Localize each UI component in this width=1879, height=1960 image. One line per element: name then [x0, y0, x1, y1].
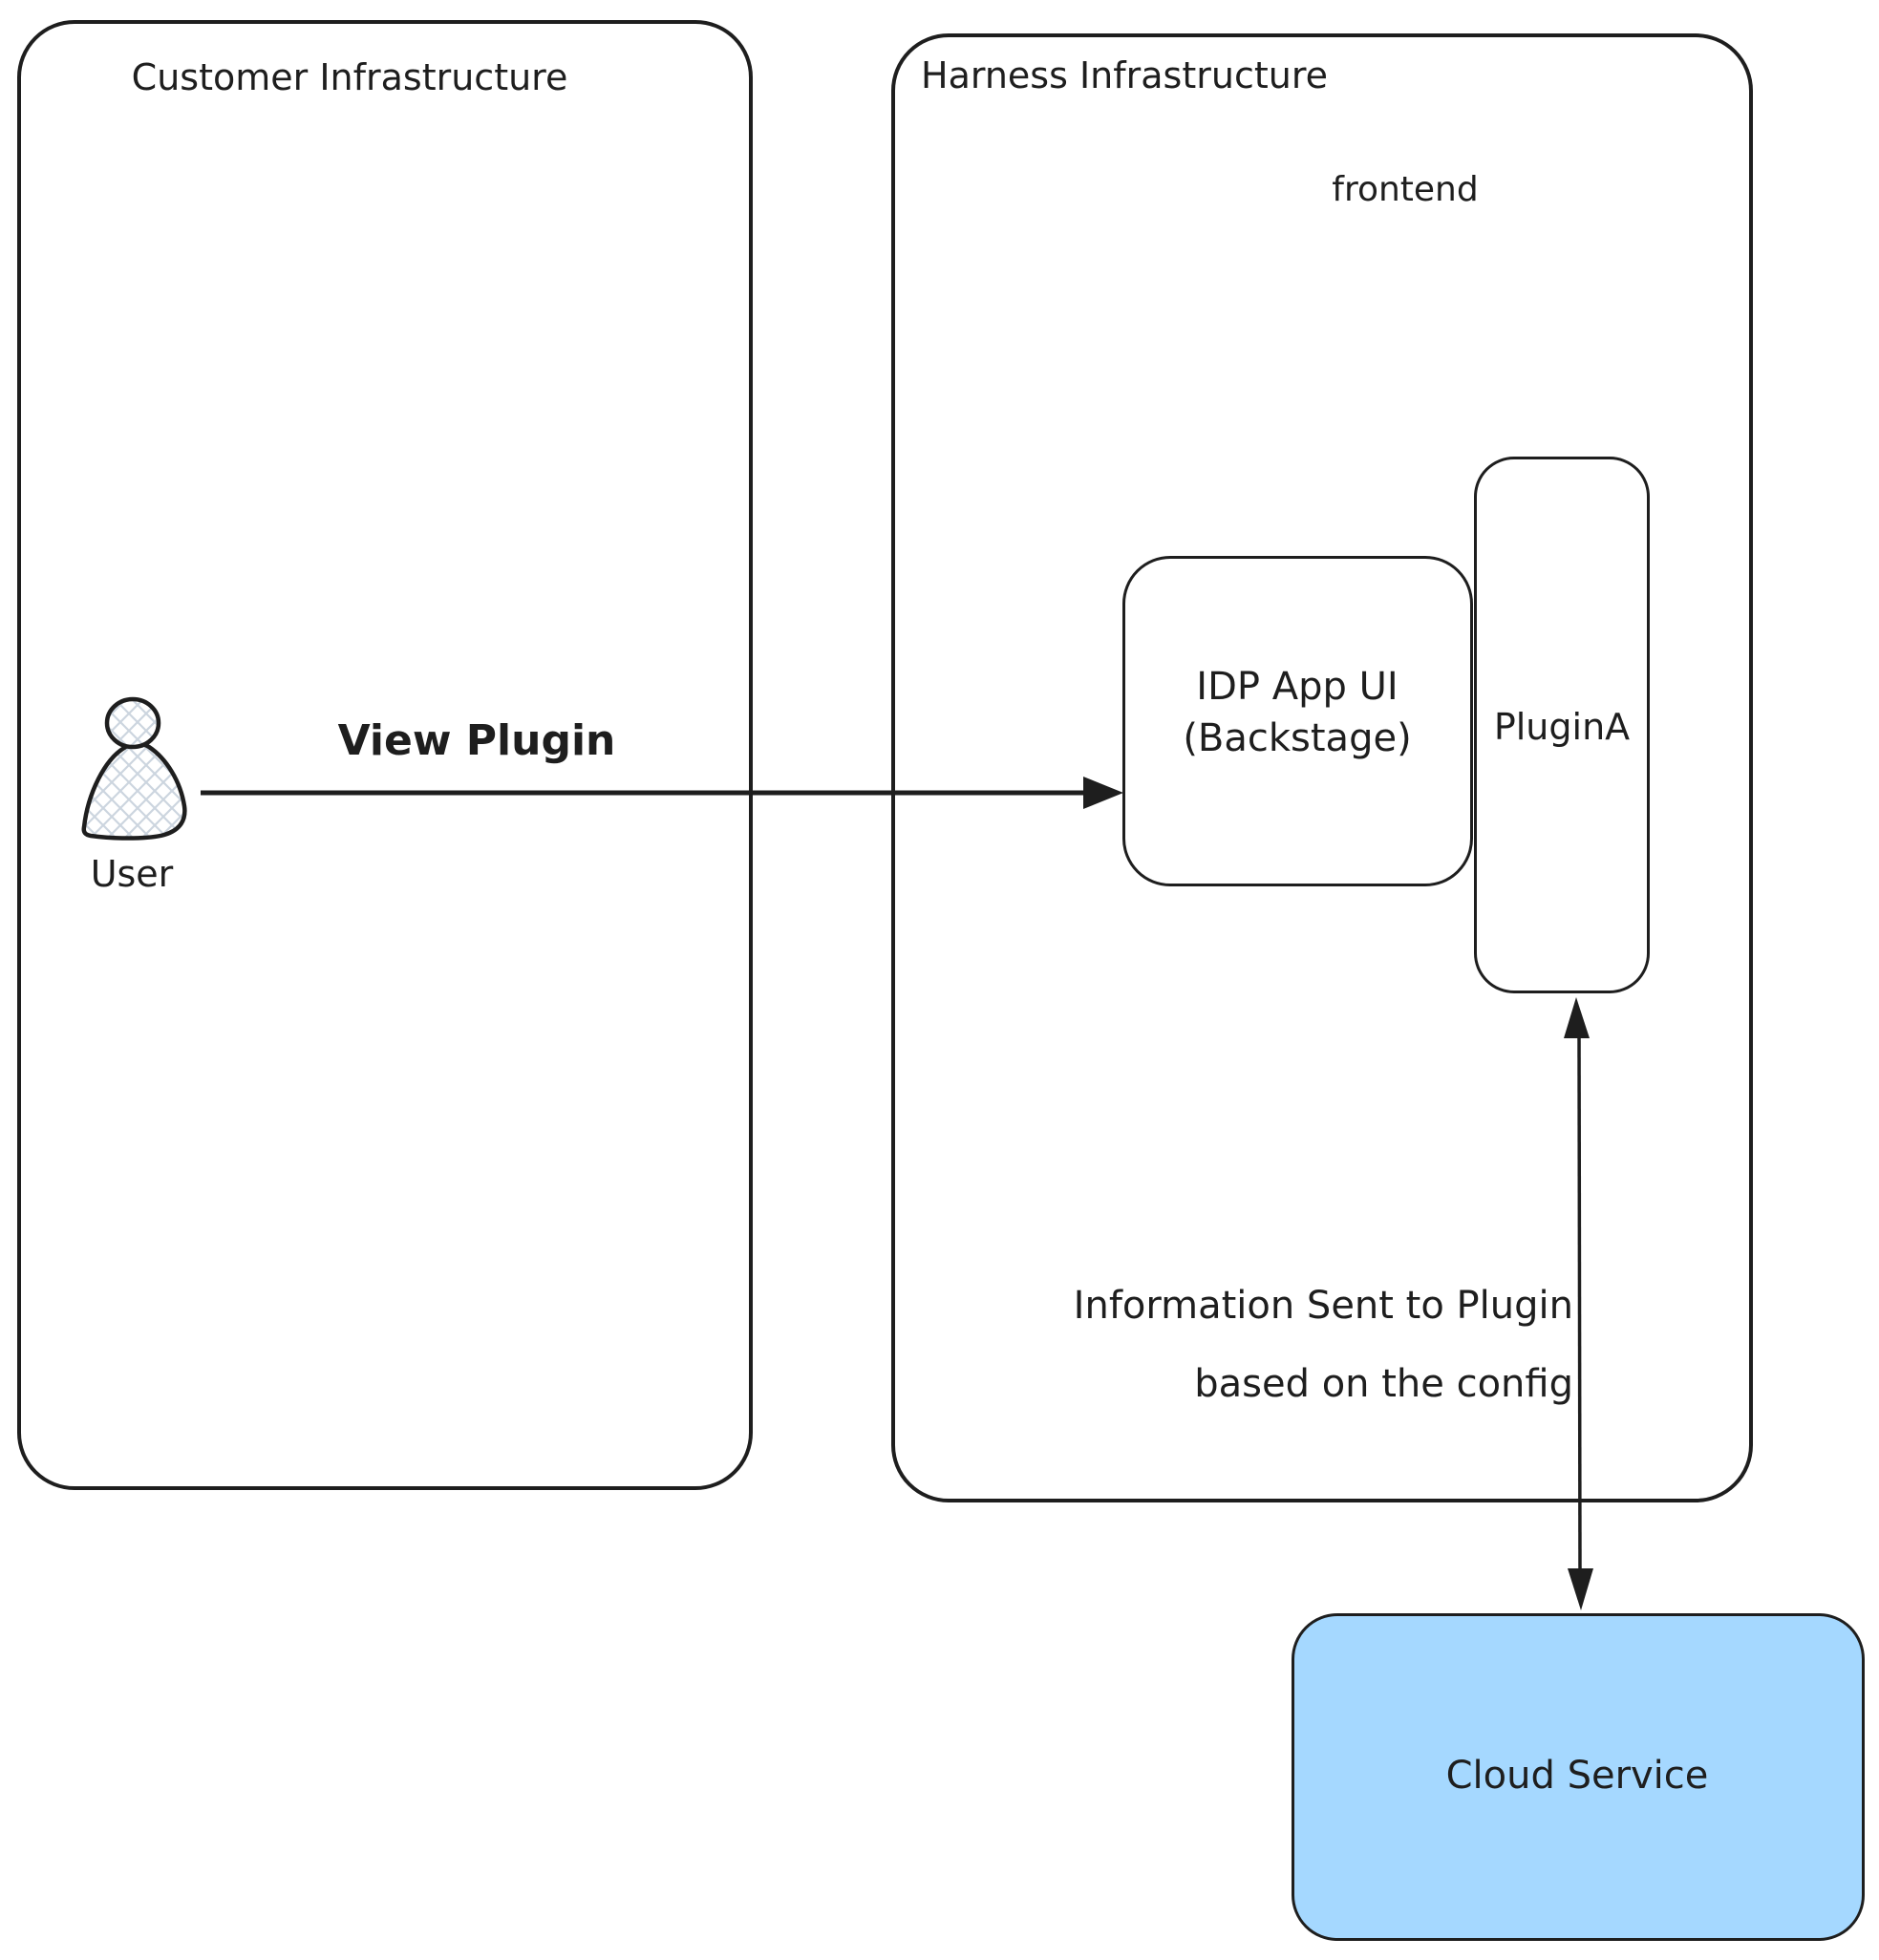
info-sent-arrow-label: Information Sent to Plugin based on the … — [1074, 1267, 1573, 1423]
cloud-service-node — [1292, 1613, 1865, 1941]
user-label: User — [90, 853, 174, 895]
arrowhead-down-icon — [1568, 1568, 1593, 1610]
idp-app-ui-node — [1122, 556, 1473, 886]
info-sent-arrow-label-line2: based on the config — [1194, 1362, 1573, 1406]
plugina-node — [1474, 457, 1650, 993]
cloud-service-label: Cloud Service — [1445, 1754, 1709, 1798]
plugina-label: PluginA — [1493, 706, 1631, 748]
idp-app-ui-label: IDP App UI (Backstage) — [1183, 661, 1411, 764]
view-plugin-arrow-label: View Plugin — [337, 716, 616, 765]
info-sent-arrow-label-line1: Information Sent to Plugin — [1073, 1284, 1573, 1328]
customer-infrastructure-title: Customer Infrastructure — [131, 56, 568, 98]
idp-app-ui-label-line2: (Backstage) — [1183, 716, 1412, 760]
frontend-label: frontend — [1332, 170, 1479, 209]
harness-infrastructure-title: Harness Infrastructure — [921, 54, 1328, 96]
idp-app-ui-label-line1: IDP App UI — [1196, 665, 1399, 709]
